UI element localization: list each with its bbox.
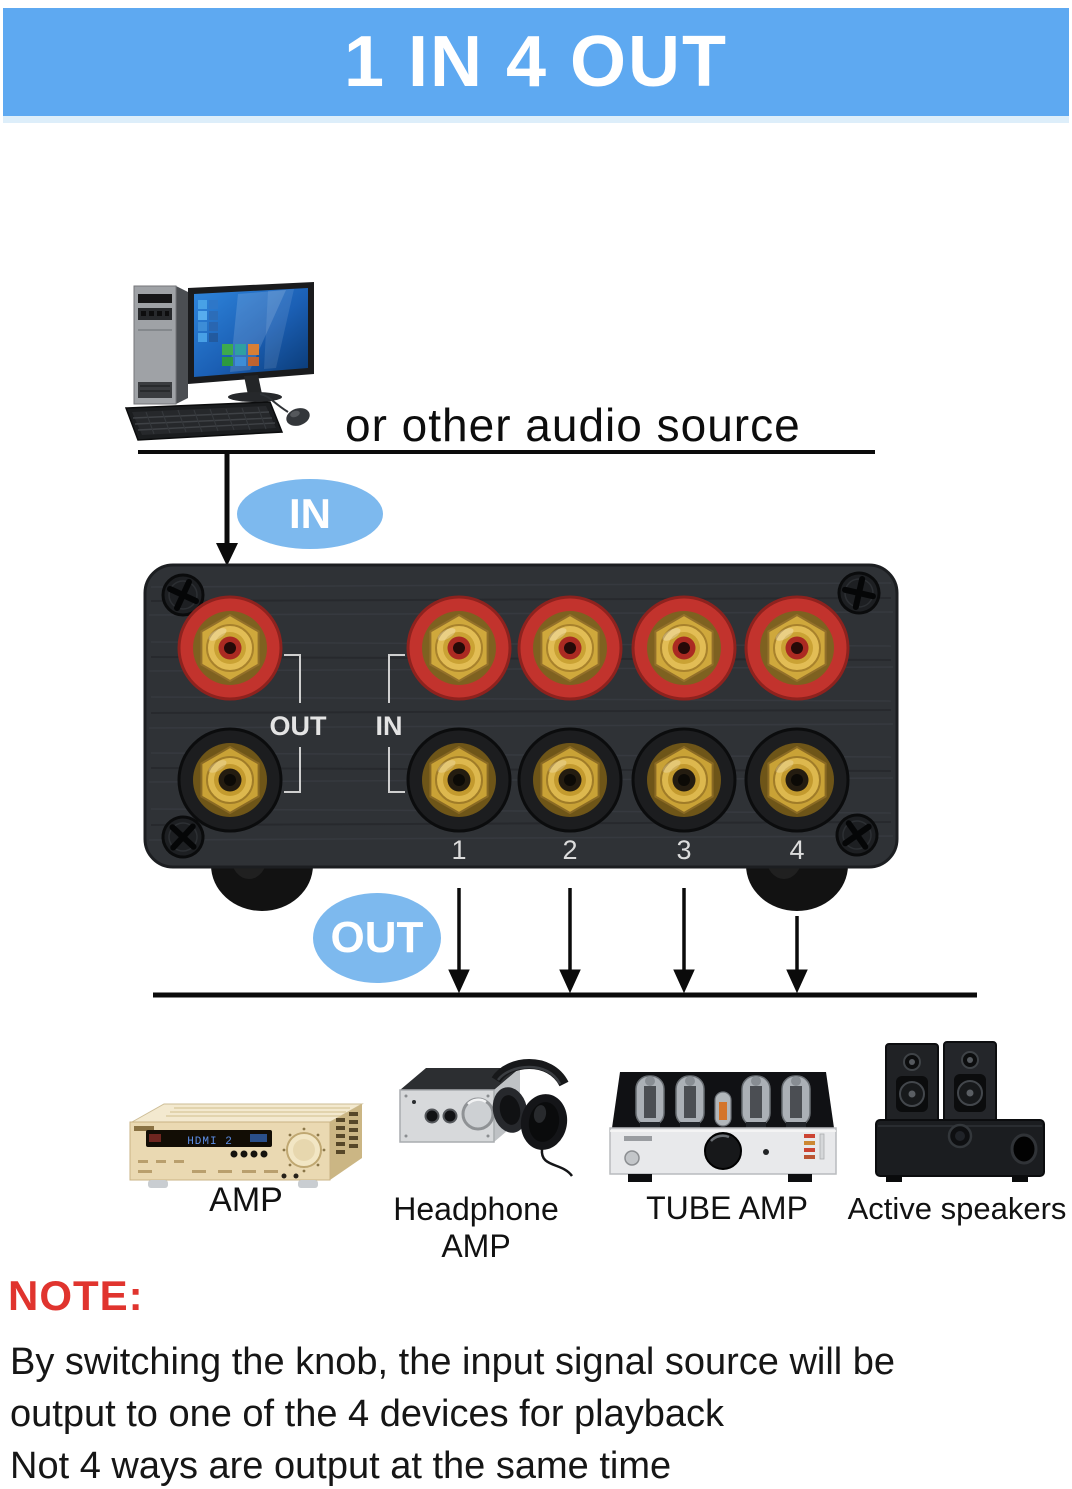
tube-amp-illustration (609, 1072, 837, 1182)
channel-number-1: 1 (451, 835, 466, 865)
out-arrows (448, 888, 808, 994)
headphones-headband (491, 1059, 569, 1087)
header-banner-shadow (3, 116, 1069, 123)
panel-out-label: OUT (270, 711, 328, 741)
rca-out-black (177, 727, 283, 833)
pc-mouse-icon (259, 393, 310, 426)
note-line-3: Not 4 ways are output at the same time (10, 1445, 672, 1487)
rca-in2-red (517, 595, 623, 701)
rca-in2-black (517, 727, 623, 833)
output-label-tube-amp: TUBE AMP (646, 1190, 808, 1226)
channel-number-3: 3 (676, 835, 691, 865)
source-caption: or other audio source (345, 399, 801, 451)
panel-in-label: IN (376, 711, 403, 741)
satellite-speaker-right (943, 1041, 997, 1123)
rca-in3-red (631, 595, 737, 701)
header-banner: 1 IN 4 OUT (3, 8, 1069, 116)
note-body: By switching the knob, the input signal … (10, 1336, 1060, 1489)
rca-out-red (177, 595, 283, 701)
rca-in1-red (406, 595, 512, 701)
rca-in4-red (744, 595, 850, 701)
page-title: 1 IN 4 OUT (343, 22, 729, 102)
amp-illustration: HDMI 2 (129, 1103, 364, 1188)
computer-illustration (124, 282, 314, 441)
output-label-amp: AMP (209, 1181, 283, 1219)
output-label-active-speakers: Active speakers (847, 1191, 1067, 1226)
headphone-jack-2 (442, 1108, 458, 1124)
channel-number-4: 4 (789, 835, 804, 865)
active-speakers-illustration (875, 1041, 1045, 1182)
note-line-2: output to one of the 4 devices for playb… (10, 1393, 725, 1435)
vacuum-tubes (635, 1075, 811, 1128)
subwoofer (875, 1119, 1045, 1182)
note-heading: NOTE: (8, 1272, 144, 1319)
rca-in1-black (406, 727, 512, 833)
output-label-headphone-amp: Headphone AMP (393, 1191, 559, 1264)
headphone-jack-1 (424, 1108, 440, 1124)
amp-display (146, 1130, 272, 1147)
out-badge: OUT (313, 893, 441, 983)
channel-number-2: 2 (562, 835, 577, 865)
out-badge-label: OUT (330, 913, 424, 962)
pc-monitor-icon (188, 282, 314, 402)
amp-display-text: HDMI 2 (187, 1136, 233, 1148)
in-badge-label: IN (289, 490, 331, 537)
pc-tower-icon (133, 285, 188, 405)
in-bracket (388, 654, 405, 793)
tube-amp-knob (704, 1132, 742, 1170)
satellite-speaker-left (885, 1043, 939, 1123)
in-badge: IN (237, 479, 383, 549)
switcher-panel: OUT IN 1 2 3 4 (143, 563, 899, 911)
rca-in3-black (631, 727, 737, 833)
out-bracket (284, 654, 301, 793)
rca-in4-black (744, 727, 850, 833)
note-line-1: By switching the knob, the input signal … (10, 1341, 896, 1383)
headphone-amp-illustration (399, 1059, 574, 1177)
pc-keyboard-icon (124, 401, 284, 441)
in-arrow (216, 454, 238, 566)
